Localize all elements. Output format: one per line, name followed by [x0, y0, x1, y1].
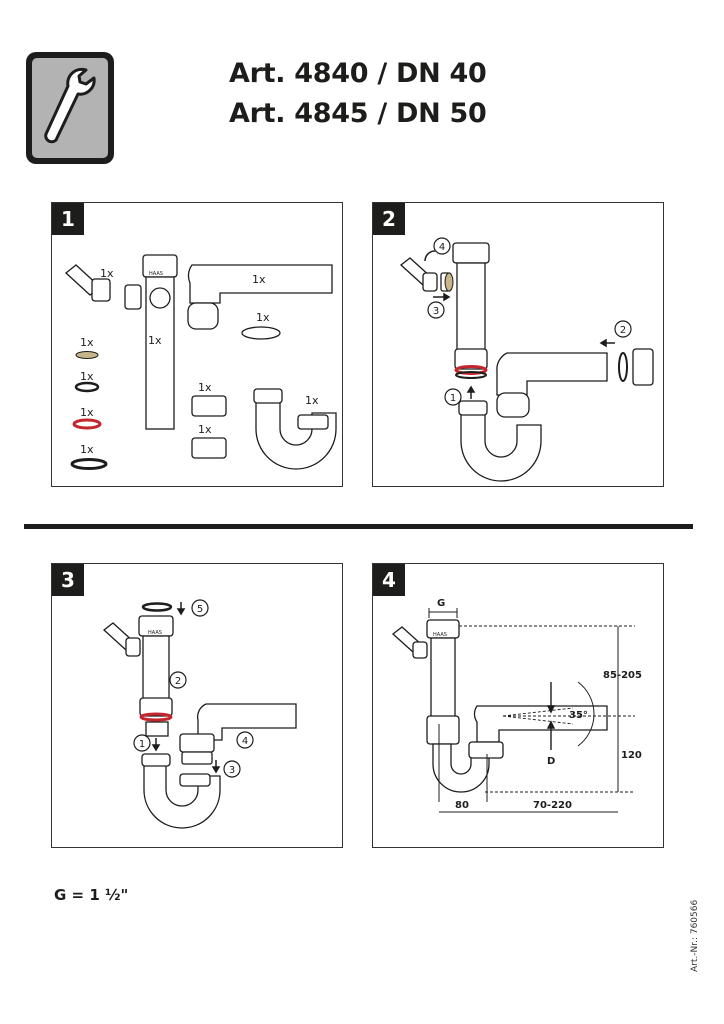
dim-offset: 80: [455, 800, 469, 811]
callout-1: 1: [450, 393, 456, 404]
step-4-panel: G 85-205 35° D 120 80 70-220 HAAS 4: [372, 563, 664, 848]
label-black-ring-small: 1x: [80, 370, 94, 383]
dim-height-fixed: 120: [621, 750, 642, 761]
label-nut-b: 1x: [198, 423, 212, 436]
brand-mark: HAAS: [148, 630, 162, 636]
label-black-ring-large: 1x: [80, 443, 94, 456]
dim-diameter: D: [547, 756, 555, 767]
label-red-ring: 1x: [80, 406, 94, 419]
callout-3: 3: [229, 765, 235, 776]
label-trap: 1x: [305, 394, 319, 407]
dim-height-range: 85-205: [603, 670, 642, 681]
brand-mark: HAAS: [149, 271, 163, 277]
label-nut-a: 1x: [198, 381, 212, 394]
title-line-1: Art. 4840 / DN 40: [229, 58, 487, 89]
step-number: 1: [52, 203, 84, 235]
title-line-2: Art. 4845 / DN 50: [229, 98, 487, 129]
section-divider: [24, 524, 693, 529]
callout-4: 4: [242, 736, 248, 747]
callout-1: 1: [139, 739, 145, 750]
label-tube: 1x: [148, 334, 162, 347]
callout-2: 2: [620, 325, 626, 336]
dim-thread: G: [437, 598, 445, 609]
step-3-illustration: 1 2 3 4 5 HAAS: [102, 599, 297, 829]
step-number: 4: [373, 564, 405, 596]
step-number: 2: [373, 203, 405, 235]
brand-mark: HAAS: [433, 632, 447, 638]
step-2-panel: 4 3 2 1 2: [372, 202, 664, 487]
page-title: Art. 4840 / DN 40 Art. 4845 / DN 50: [229, 54, 487, 134]
callout-3: 3: [433, 306, 439, 317]
label-tan-washer: 1x: [80, 336, 94, 349]
callout-2: 2: [175, 676, 181, 687]
step-3-panel: 1 2 3 4 5 HAAS 3: [51, 563, 343, 848]
step-2-illustration: 4 3 2 1: [399, 237, 654, 482]
callout-5: 5: [197, 604, 203, 615]
callout-4: 4: [439, 242, 445, 253]
step-4-illustration: G 85-205 35° D 120 80 70-220 HAAS: [391, 598, 642, 813]
step-1-panel: 1x 1x 1x 1x 1x 1x 1x 1x 1x 1x 1x HAAS 1: [51, 202, 343, 487]
dim-reach: 70-220: [533, 800, 572, 811]
thread-size-note: G = 1 ½": [54, 886, 129, 904]
step-number: 3: [52, 564, 84, 596]
step-1-illustration: 1x 1x 1x 1x 1x 1x 1x 1x 1x 1x 1x HAAS: [65, 254, 337, 470]
article-number: Art.-Nr.: 760566: [690, 899, 700, 972]
dim-angle: 35°: [569, 710, 588, 721]
label-flat-washer: 1x: [256, 311, 270, 324]
label-elbow-pipe: 1x: [252, 273, 266, 286]
wrench-icon: [24, 50, 116, 166]
label-angle-fitting: 1x: [100, 267, 114, 280]
